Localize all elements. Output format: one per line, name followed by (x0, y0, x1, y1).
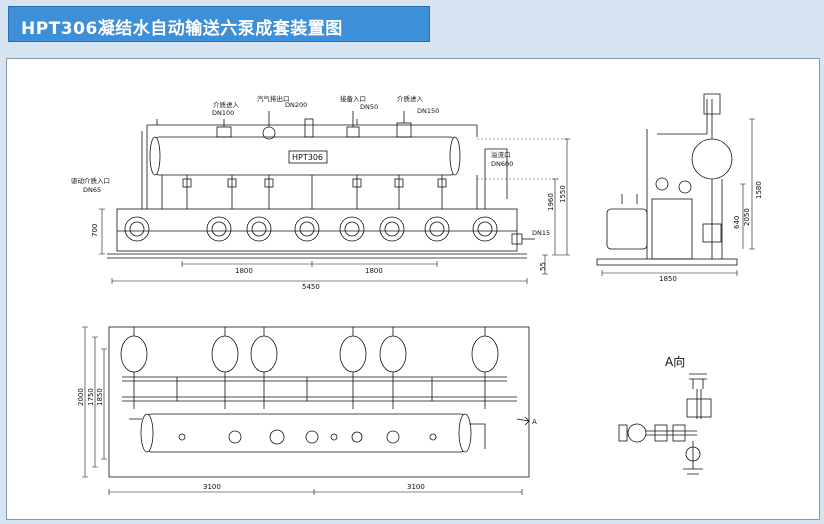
dim-1750: 1750 (87, 388, 95, 406)
detail-a-label: A向 (665, 354, 685, 369)
top-view: A 2000 1750 1850 3100 3100 (77, 326, 537, 495)
dim-1580: 1580 (755, 181, 763, 199)
horizontal-tank (146, 413, 466, 453)
label-backup-in: 接备入口 (340, 94, 366, 103)
dim-640: 640 (733, 216, 741, 229)
top-nozzles (216, 111, 412, 140)
dim-3100-a: 3100 (203, 483, 221, 491)
dim-700: 700 (91, 224, 99, 237)
label-overflow-dn: DN600 (491, 160, 513, 168)
detail-a-view: A向 (618, 354, 712, 475)
label-overflow: 溢流口 (491, 150, 511, 159)
title-bar: HPT306凝结水自动输送六泵成套装置图 (8, 6, 430, 42)
pump-skid (116, 208, 518, 252)
vessel-row (120, 327, 499, 373)
label-outlet-dn: DN15 (532, 229, 550, 237)
label-dn100: DN100 (212, 109, 234, 117)
label-dn150: DN150 (417, 107, 439, 115)
front-view: HPT306 (71, 94, 570, 291)
dim-1850: 1850 (659, 275, 677, 283)
dim-1850-top: 1850 (96, 388, 104, 406)
dim-3100-b: 3100 (407, 483, 425, 491)
dim-1550: 1550 (559, 185, 567, 203)
label-steam-exhaust: 汽气排出口 (257, 94, 290, 103)
pump-row (124, 216, 498, 242)
drawing-sheet: HPT306 (6, 58, 820, 520)
tank-label: HPT306 (292, 153, 323, 162)
label-medium-in-2: 介质进入 (397, 94, 424, 103)
label-medium-in-1: 介质进入 (213, 100, 240, 109)
dim-55: 55 (539, 262, 547, 271)
label-drive-in: 驱动介质入口 (71, 176, 110, 185)
label-drive-dn: DN65 (83, 186, 101, 194)
dim-1800-a: 1800 (235, 267, 253, 275)
dim-2000: 2000 (77, 388, 85, 406)
dim-2050: 2050 (743, 208, 751, 226)
label-dn50: DN50 (360, 103, 378, 111)
label-dn200: DN200 (285, 101, 307, 109)
arrow-a-label: A (532, 418, 537, 426)
dim-1960: 1960 (547, 193, 555, 211)
side-view: 1580 640 2050 1850 (596, 93, 763, 283)
dim-5450: 5450 (302, 283, 320, 291)
page-title: HPT306凝结水自动输送六泵成套装置图 (21, 19, 343, 39)
dim-1800-b: 1800 (365, 267, 383, 275)
